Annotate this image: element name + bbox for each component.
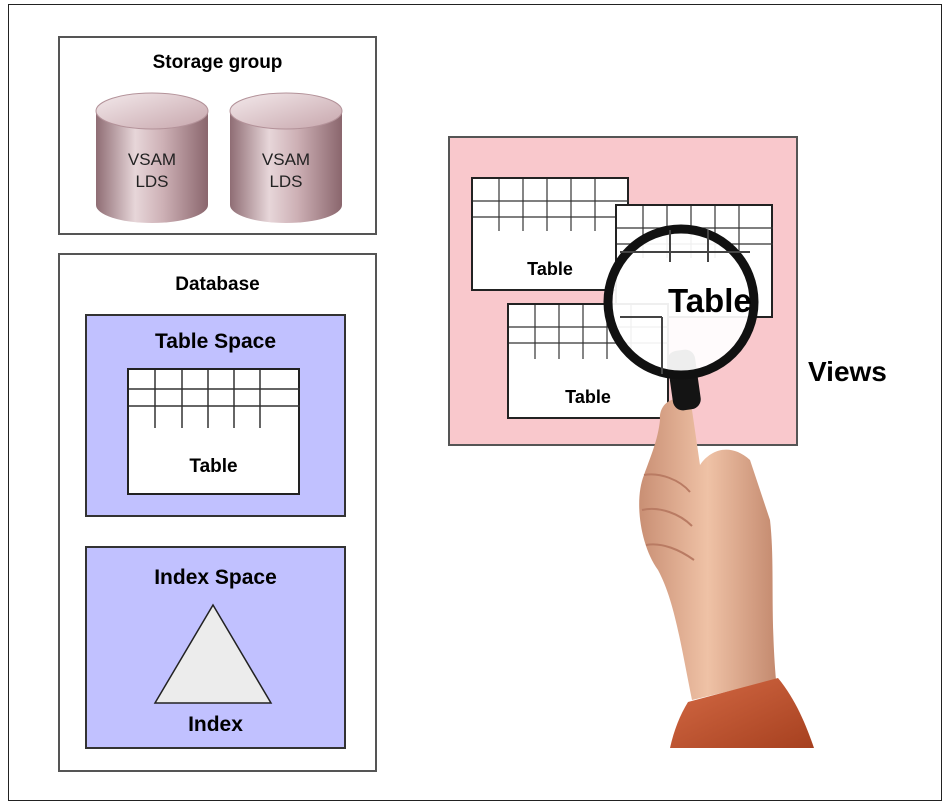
vsam-lds-label-2: VSAM LDS xyxy=(228,149,344,193)
index-space-title: Index Space xyxy=(154,566,277,589)
vsam-lds-cylinder-1 xyxy=(95,92,209,223)
view-table-1: Table xyxy=(471,177,629,291)
dataset-subtype: LDS xyxy=(269,172,303,191)
dataset-type: VSAM xyxy=(261,150,311,169)
view-table-label: Table xyxy=(527,259,573,279)
table-space-title: Table Space xyxy=(155,330,276,353)
index-space-box: Index Space Index xyxy=(85,546,346,749)
index-label: Index xyxy=(188,713,243,736)
table-icon: Table xyxy=(127,368,300,495)
storage-group-box: Storage group VSAM LDS VSAM LDS xyxy=(58,36,377,235)
dataset-subtype: LDS xyxy=(135,172,169,191)
magnified-table-label: Table xyxy=(668,282,752,319)
database-box: Database Table Space Table Index Space I… xyxy=(58,253,377,772)
table-space-box: Table Space Table xyxy=(85,314,346,517)
view-table-label: Table xyxy=(565,387,611,407)
dataset-type: VSAM xyxy=(127,150,177,169)
table-label: Table xyxy=(189,456,238,477)
views-label: Views xyxy=(808,356,887,387)
hand-illustration xyxy=(639,399,814,748)
storage-group-title: Storage group xyxy=(152,52,283,73)
vsam-lds-label-1: VSAM LDS xyxy=(94,149,210,193)
index-triangle-icon xyxy=(153,603,273,704)
magnifying-glass-icon xyxy=(603,224,759,411)
database-title: Database xyxy=(175,274,260,295)
vsam-lds-cylinder-2 xyxy=(229,92,343,223)
